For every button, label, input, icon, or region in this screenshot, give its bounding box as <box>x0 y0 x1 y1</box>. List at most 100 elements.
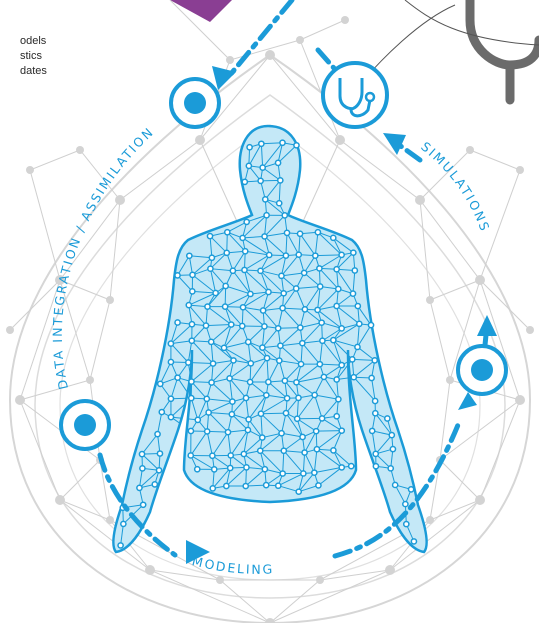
mesh-node <box>175 375 180 380</box>
mesh-node <box>247 145 252 150</box>
mesh-node <box>336 397 341 402</box>
stethoscope-circle-icon <box>323 63 387 127</box>
mesh-node <box>213 290 218 295</box>
mesh-node <box>373 451 378 456</box>
mesh-node <box>188 428 193 433</box>
mesh-node <box>334 303 339 308</box>
mesh-node <box>314 447 319 452</box>
mesh-node <box>264 356 269 361</box>
mesh-node <box>141 502 146 507</box>
mesh-node <box>283 410 288 415</box>
mesh-node <box>224 250 229 255</box>
mesh-node <box>210 361 215 366</box>
stethoscope-icon <box>470 0 539 100</box>
mesh-node <box>168 414 173 419</box>
mesh-node <box>195 467 200 472</box>
label-simulations-text: SIMULATIONS <box>418 139 493 235</box>
mesh-node <box>319 320 324 325</box>
arrowhead-sim <box>383 133 406 155</box>
mesh-node <box>317 266 322 271</box>
mesh-node <box>404 521 409 526</box>
mesh-edge <box>261 413 286 414</box>
mesh-node <box>190 272 195 277</box>
mesh-node <box>227 376 232 381</box>
mesh-node <box>260 345 265 350</box>
mesh-node <box>295 416 300 421</box>
mesh-node <box>280 306 285 311</box>
mesh-node <box>281 448 286 453</box>
mesh-node <box>318 284 323 289</box>
mesh-node <box>243 249 248 254</box>
mesh-node <box>204 396 209 401</box>
mesh-node <box>351 250 356 255</box>
mesh-node <box>312 470 317 475</box>
mesh-node <box>246 417 251 422</box>
mesh-node <box>228 453 233 458</box>
mesh-node <box>258 448 263 453</box>
mesh-node <box>267 252 272 257</box>
mesh-node <box>206 410 211 415</box>
mesh-node <box>203 323 208 328</box>
mesh-node <box>334 377 339 382</box>
mesh-node <box>373 411 378 416</box>
mesh-node <box>224 483 229 488</box>
mesh-node <box>258 268 263 273</box>
mesh-node <box>336 286 341 291</box>
mesh-node <box>188 453 193 458</box>
mesh-node <box>175 273 180 278</box>
mesh-node <box>403 501 408 506</box>
mesh-node <box>390 446 395 451</box>
note-line-2: stics <box>20 49 47 64</box>
mesh-node <box>296 489 301 494</box>
mesh-node <box>355 344 360 349</box>
mesh-node <box>264 483 269 488</box>
mesh-node <box>302 450 307 455</box>
mesh-node <box>168 396 173 401</box>
mesh-node <box>189 379 194 384</box>
mesh-node <box>298 325 303 330</box>
mesh-node <box>369 375 374 380</box>
mesh-node <box>280 471 285 476</box>
mesh-node <box>294 286 299 291</box>
mesh-node <box>280 140 285 145</box>
mesh-node <box>245 427 250 432</box>
mesh-node <box>175 320 180 325</box>
mesh-node <box>230 268 235 273</box>
mesh-node <box>243 483 248 488</box>
mesh-node <box>155 432 160 437</box>
mesh-node <box>331 235 336 240</box>
mesh-node <box>260 165 265 170</box>
mesh-node <box>231 358 236 363</box>
mesh-node <box>190 289 195 294</box>
note-line-1: odels <box>20 34 47 49</box>
mesh-node <box>297 231 302 236</box>
mesh-node <box>334 267 339 272</box>
mesh-node <box>137 485 142 490</box>
mesh-node <box>189 322 194 327</box>
mesh-node <box>350 357 355 362</box>
mesh-node <box>139 452 144 457</box>
mesh-node <box>368 322 373 327</box>
mesh-node <box>275 160 280 165</box>
mesh-node <box>266 379 271 384</box>
mesh-node <box>411 539 416 544</box>
mesh-node <box>294 380 299 385</box>
mesh-node <box>242 179 247 184</box>
mesh-node <box>300 434 305 439</box>
mesh-node <box>208 266 213 271</box>
mesh-node <box>186 303 191 308</box>
mesh-node <box>262 467 267 472</box>
mesh-node <box>355 303 360 308</box>
mesh-node <box>276 483 281 488</box>
mesh-node <box>315 230 320 235</box>
mesh-node <box>357 321 362 326</box>
mesh-node <box>223 283 228 288</box>
mesh-node <box>373 398 378 403</box>
mesh-node <box>228 465 233 470</box>
mesh-node <box>187 253 192 258</box>
mesh-node <box>168 341 173 346</box>
mesh-node <box>296 252 301 257</box>
mesh-node <box>352 268 357 273</box>
